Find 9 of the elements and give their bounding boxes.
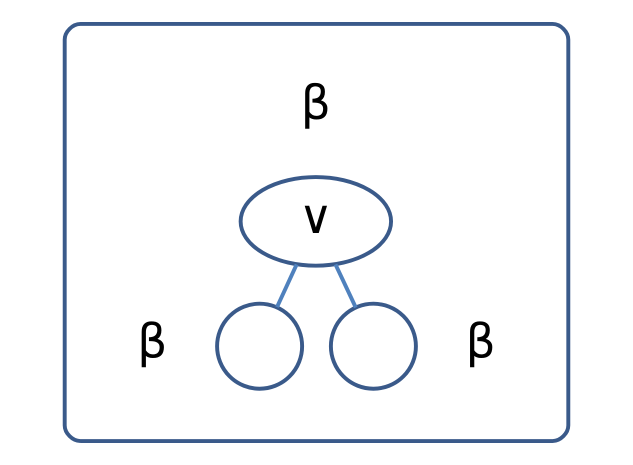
cluster <box>62 22 570 444</box>
node-circle <box>328 302 418 391</box>
connector <box>334 264 358 308</box>
node-label: β <box>466 314 496 370</box>
node-circle <box>215 302 304 391</box>
node-label: β <box>137 314 168 370</box>
connector <box>275 264 298 308</box>
node-ellipse: ∨ <box>238 175 394 268</box>
node-label: β <box>300 76 331 132</box>
